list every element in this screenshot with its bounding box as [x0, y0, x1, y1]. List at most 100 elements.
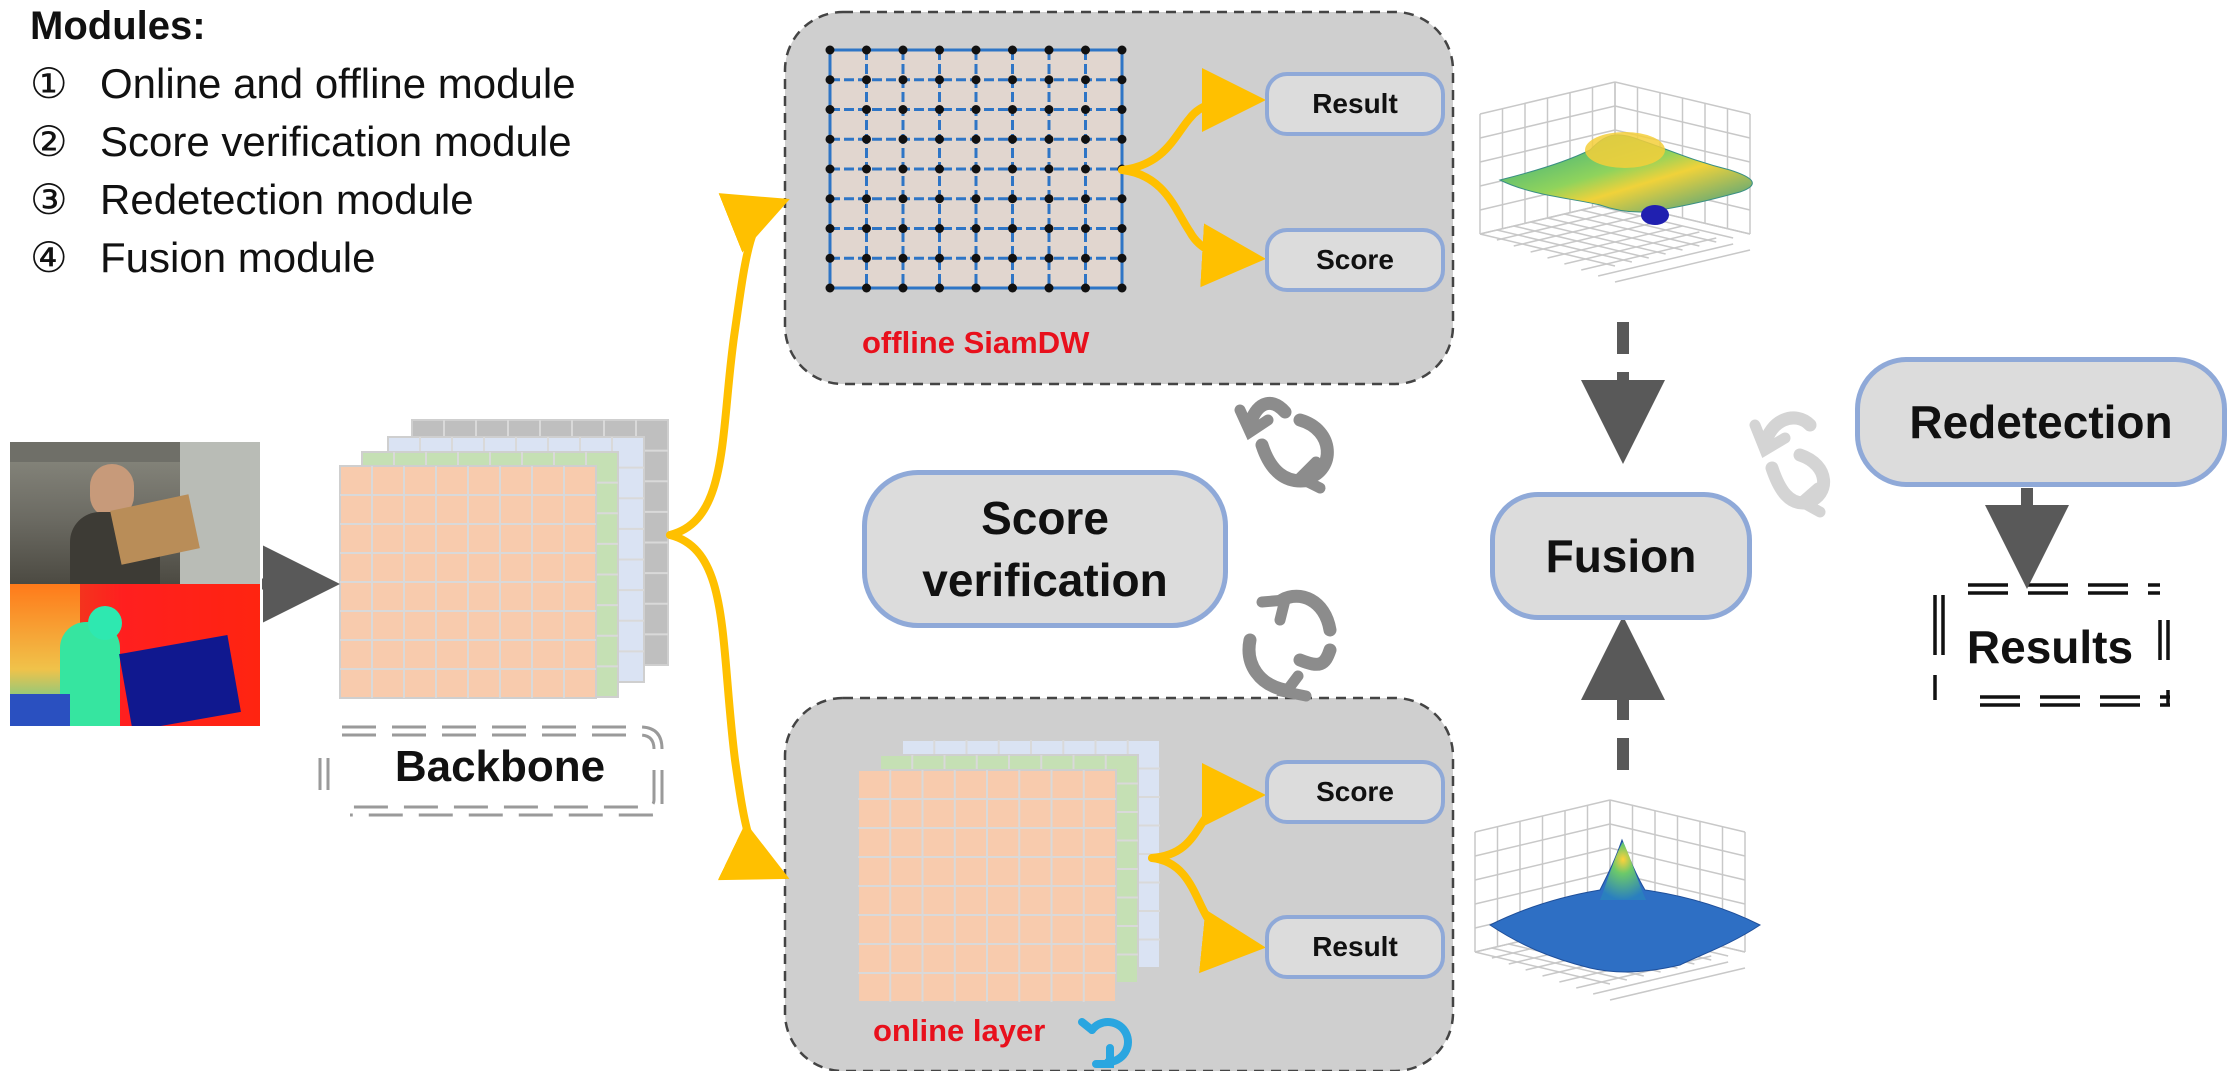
grid-node [971, 253, 981, 263]
grid-node [862, 253, 871, 263]
grid-node [825, 75, 835, 85]
grid-node [825, 134, 835, 144]
grid-node [825, 283, 835, 293]
grid-node [1117, 75, 1127, 85]
grid-node [971, 134, 981, 144]
grid-node [898, 224, 908, 233]
surface-mesh [1489, 838, 1761, 973]
legend-item: ④ Fusion module [30, 229, 576, 287]
grid-node [862, 75, 871, 85]
grid-node [1044, 45, 1054, 55]
score-surface-plot-online [1474, 799, 1761, 1001]
grid-node [825, 253, 835, 263]
online-result-box: Result [1265, 915, 1445, 979]
grid-node [1117, 253, 1127, 263]
online-output-arrows [1148, 763, 1266, 974]
grid-node [1117, 105, 1127, 114]
grid-node [935, 45, 944, 55]
grid-node [1117, 134, 1127, 144]
grid-node [1008, 253, 1017, 263]
input-rgbd-image [10, 442, 260, 726]
grid-node [825, 194, 835, 204]
grid-node [1008, 194, 1017, 204]
surface-dip [1641, 205, 1669, 225]
legend-number: ④ [30, 234, 68, 281]
grid-node [1044, 164, 1054, 174]
grid-node [862, 194, 871, 204]
legend-label: Score verification module [100, 118, 572, 165]
cycle-icon-online-verification [1242, 589, 1337, 702]
grid-node [1044, 75, 1054, 85]
score-verification-line2: verification [922, 554, 1168, 606]
legend-label: Fusion module [100, 234, 376, 281]
backbone-sheet-orange [339, 465, 597, 699]
grid-node [971, 45, 981, 55]
grid-node [1044, 283, 1054, 293]
arrow-to-online [666, 531, 790, 881]
cycle-icon-redetection-fusion [1749, 411, 1830, 518]
grid-node [898, 134, 908, 144]
online-refresh-icon [1078, 1018, 1132, 1068]
grid-node [1008, 164, 1017, 174]
legend-label: Redetection module [100, 176, 474, 223]
redetection-box: Redetection [1855, 357, 2227, 487]
fusion-box: Fusion [1490, 492, 1752, 620]
grid-node [862, 224, 871, 233]
grid-node [971, 283, 981, 293]
backbone-to-modules-arrows [666, 193, 790, 881]
grid-node [935, 194, 944, 204]
grid-node [825, 105, 835, 114]
grid-node [1081, 224, 1090, 233]
score-verification-line1: Score [981, 492, 1109, 544]
arrow-to-offline [666, 193, 790, 539]
grid-node [1081, 253, 1090, 263]
grid-node [971, 164, 981, 174]
legend-number: ③ [30, 176, 68, 223]
offline-output-arrows [1118, 68, 1266, 288]
grid-node [935, 283, 944, 293]
grid-node [1008, 75, 1017, 85]
backbone-label: Backbone [394, 742, 606, 791]
grid-node [1044, 134, 1054, 144]
rgb-frame [10, 442, 260, 584]
grid-node [1008, 134, 1017, 144]
grid-node [1044, 194, 1054, 204]
grid-node [1008, 105, 1017, 114]
grid-node [825, 164, 835, 174]
grid-node [1081, 75, 1090, 85]
legend-item: ② Score verification module [30, 113, 576, 171]
surface-peak [1600, 842, 1646, 900]
grid-node [898, 253, 908, 263]
online-score-box: Score [1265, 760, 1445, 824]
online-sheet-orange [857, 769, 1117, 1003]
grid-node [935, 75, 944, 85]
legend-number: ② [30, 118, 68, 165]
grid-node [935, 105, 944, 114]
grid-node [1044, 253, 1054, 263]
offline-module-label: offline SiamDW [862, 325, 1090, 360]
grid-node [1008, 45, 1017, 55]
offline-result-box: Result [1265, 72, 1445, 136]
grid-node [862, 283, 871, 293]
score-verification-box: Score verification [862, 470, 1228, 628]
grid-node [1117, 45, 1127, 55]
grid-node [898, 75, 908, 85]
legend-title: Modules: [30, 4, 206, 48]
grid-node [862, 134, 871, 144]
offline-score-box: Score [1265, 228, 1445, 292]
cycle-icon-offline-verification [1234, 396, 1334, 494]
grid-node [935, 253, 944, 263]
grid-node [825, 45, 835, 55]
depth-frame [10, 584, 260, 726]
legend-label: Online and offline module [100, 60, 576, 107]
grid-node [1117, 283, 1127, 293]
offline-feature-grid [825, 45, 1127, 293]
grid-node [1117, 194, 1127, 204]
grid-node [898, 164, 908, 174]
backbone-feature-stack [339, 419, 669, 699]
grid-node [1081, 194, 1090, 204]
grid-node [898, 194, 908, 204]
online-feature-stack [857, 739, 1161, 1003]
